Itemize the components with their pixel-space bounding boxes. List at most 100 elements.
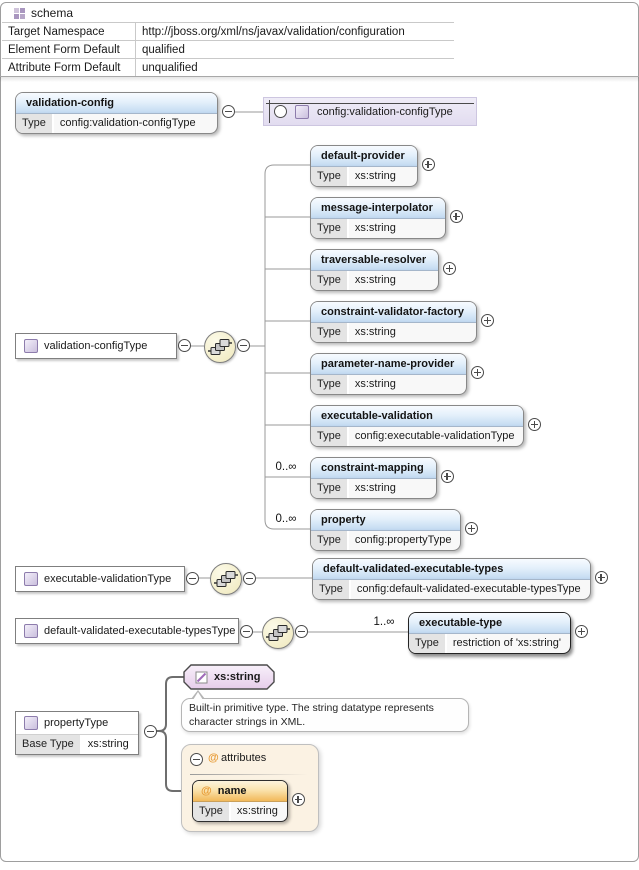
expand-icon[interactable]: [443, 262, 457, 275]
header-separator-shadow: [0, 77, 639, 82]
sequence-indicator[interactable]: [210, 563, 242, 595]
table-divider: [135, 22, 136, 76]
type-label: Type: [193, 802, 231, 821]
type-reference-label: config:validation-configType: [317, 105, 453, 118]
type-label: Type: [311, 531, 349, 550]
expand-icon[interactable]: [471, 366, 485, 379]
collapse-icon[interactable]: [237, 339, 250, 352]
base-type-value: xs:string: [87, 738, 129, 750]
type-label: Type: [311, 479, 349, 498]
expand-icon[interactable]: [594, 571, 608, 584]
element-name: default-provider: [311, 146, 417, 167]
type-label: Type: [311, 271, 349, 290]
global-type-validation-configType[interactable]: validation-configType: [15, 333, 177, 359]
type-value: xs:string: [354, 378, 396, 390]
simple-type-box-xs-string[interactable]: xs:string: [183, 664, 275, 690]
element-box-property[interactable]: property Type config:propertyType: [310, 509, 479, 551]
sequence-indicator[interactable]: [204, 331, 236, 363]
collapse-icon[interactable]: [178, 339, 191, 352]
sequence-indicator[interactable]: [262, 617, 294, 649]
type-reference-box[interactable]: config:validation-configType: [263, 97, 477, 126]
expand-icon[interactable]: [574, 625, 588, 638]
element-box-executable-type[interactable]: executable-type Type restriction of 'xs:s…: [408, 612, 588, 654]
table-line: [2, 22, 454, 23]
element-name: constraint-validator-factory: [311, 302, 477, 323]
type-value: xs:string: [236, 805, 278, 817]
collapse-icon[interactable]: [240, 625, 253, 638]
table-line: [2, 58, 454, 59]
type-value: xs:string: [354, 222, 396, 234]
table-row-value: qualified: [142, 44, 185, 56]
collapse-icon[interactable]: [243, 572, 256, 585]
table-row-label: Attribute Form Default: [8, 62, 121, 74]
element-box-constraint-validator-factory[interactable]: constraint-validator-factory Type xs:stri…: [310, 301, 495, 343]
element-name: default-validated-executable-types: [313, 559, 590, 580]
global-type-name: validation-configType: [44, 340, 148, 352]
expand-icon[interactable]: [449, 210, 463, 223]
base-type-label: Base Type: [16, 735, 82, 754]
expand-icon[interactable]: [274, 105, 287, 118]
collapse-icon[interactable]: [144, 725, 157, 738]
table-row-label: Target Namespace: [8, 26, 105, 38]
collapse-icon[interactable]: [190, 753, 203, 766]
type-value: xs:string: [354, 326, 396, 338]
type-label: Type: [311, 375, 349, 394]
type-value: restriction of 'xs:string': [452, 637, 561, 649]
attribute-name: name: [217, 785, 247, 797]
schema-icon: [14, 8, 25, 19]
expand-icon[interactable]: [528, 418, 542, 431]
simple-type-icon: [195, 671, 208, 683]
expand-icon[interactable]: [291, 793, 305, 806]
at-symbol: @: [201, 785, 212, 797]
complex-type-icon: [24, 716, 38, 730]
occurrence-label: 0..∞: [275, 513, 297, 525]
type-label: Type: [311, 427, 349, 446]
table-row-value: http://jboss.org/xml/ns/javax/validation…: [142, 26, 405, 38]
element-box-validation-config[interactable]: validation-config Type config:validation…: [15, 92, 218, 134]
attribute-box-name[interactable]: @ name Type xs:string: [192, 780, 305, 822]
expand-icon[interactable]: [421, 158, 435, 171]
element-name: executable-type: [409, 613, 570, 634]
expand-icon[interactable]: [481, 314, 495, 327]
type-label: Type: [409, 634, 447, 653]
at-symbol: @: [208, 752, 219, 764]
element-name: property: [311, 510, 461, 531]
element-name: message-interpolator: [311, 198, 445, 219]
occurrence-label: 1..∞: [373, 616, 395, 628]
header-separator: [0, 76, 639, 77]
global-type-executable-validationType[interactable]: executable-validationType: [15, 566, 185, 592]
complex-type-icon: [295, 104, 309, 119]
element-name: parameter-name-provider: [311, 354, 467, 375]
element-name: executable-validation: [311, 406, 524, 427]
element-box-executable-validation[interactable]: executable-validation Type config:executa…: [310, 405, 542, 447]
simple-type-name: xs:string: [214, 671, 261, 683]
global-type-name: executable-validationType: [44, 573, 172, 585]
type-label: Type: [311, 167, 349, 186]
table-row-value: unqualified: [142, 62, 198, 74]
table-line: [2, 40, 454, 41]
global-type-propertyType[interactable]: propertyType Base Type xs:string: [15, 711, 139, 755]
type-value: xs:string: [354, 482, 396, 494]
expand-icon[interactable]: [465, 522, 479, 535]
type-value: config:propertyType: [354, 534, 452, 546]
global-type-default-validated-executable-typesType[interactable]: default-validated-executable-typesType: [15, 618, 239, 644]
occurrence-label: 0..∞: [275, 461, 297, 473]
expand-icon[interactable]: [440, 470, 454, 483]
type-label: Type: [16, 114, 54, 133]
complex-type-icon: [24, 339, 38, 353]
type-label: Type: [311, 323, 349, 342]
complex-type-icon: [24, 572, 38, 586]
type-value: config:executable-validationType: [354, 430, 515, 442]
type-documentation-note: Built-in primitive type. The string data…: [181, 690, 469, 732]
collapse-icon[interactable]: [186, 572, 199, 585]
element-box-parameter-name-provider[interactable]: parameter-name-provider Type xs:string: [310, 353, 485, 395]
collapse-icon[interactable]: [222, 105, 235, 118]
collapse-icon[interactable]: [295, 625, 308, 638]
